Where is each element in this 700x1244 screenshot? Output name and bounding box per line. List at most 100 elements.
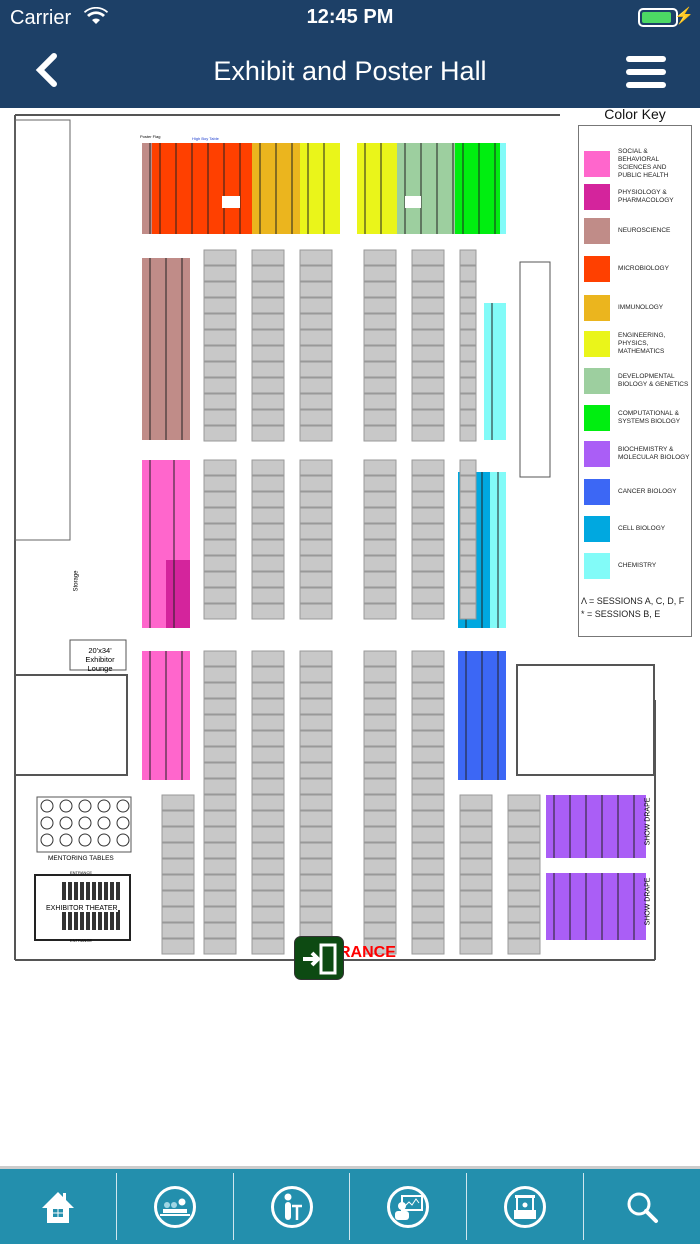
poster-block	[142, 460, 166, 628]
exhibit-booth	[363, 746, 397, 763]
exhibit-booth	[507, 826, 541, 843]
exhibit-booth	[251, 650, 285, 667]
exhibit-booth	[203, 539, 237, 556]
color-swatch	[584, 441, 610, 467]
carrier-label: Carrier	[10, 7, 72, 29]
color-swatch	[584, 479, 610, 505]
exhibit-booth	[299, 778, 333, 795]
exhibit-booth	[459, 265, 477, 282]
exhibit-booth	[251, 730, 285, 747]
exhibit-booth	[459, 906, 493, 923]
tab-posters[interactable]	[350, 1173, 468, 1240]
exhibit-booth	[299, 810, 333, 827]
theater-seats	[92, 910, 96, 930]
exhibit-booth	[203, 409, 237, 426]
exhibit-booth	[459, 313, 477, 330]
exhibit-booth	[161, 874, 195, 891]
back-button[interactable]	[34, 52, 58, 98]
exhibit-booth	[251, 874, 285, 891]
poster-block	[546, 795, 646, 858]
exhibit-booth	[411, 329, 445, 346]
theater-seats	[104, 910, 108, 930]
exhibit-booth	[363, 571, 397, 588]
exhibit-booth	[251, 842, 285, 859]
exhibit-booth	[363, 650, 397, 667]
color-swatch	[584, 331, 610, 357]
exhibit-booth	[161, 794, 195, 811]
exhibit-booth	[363, 377, 397, 394]
exhibit-booth	[203, 650, 237, 667]
exhibit-booth	[251, 762, 285, 779]
exhibit-booth	[299, 698, 333, 715]
exhibit-booth	[411, 682, 445, 699]
exhibit-booth	[251, 890, 285, 907]
theater-seats	[62, 882, 66, 900]
exhibit-booth	[411, 409, 445, 426]
exhibit-booth	[161, 938, 195, 955]
mentoring-table	[59, 799, 73, 813]
tab-exhibitors[interactable]	[467, 1173, 585, 1240]
exhibit-booth	[411, 377, 445, 394]
exhibit-booth	[299, 555, 333, 572]
poster-block	[397, 143, 455, 234]
tab-search[interactable]	[584, 1173, 700, 1240]
tab-speakers[interactable]	[234, 1173, 351, 1240]
exhibitor-lounge-label: 20'x34' Exhibitor Lounge	[85, 646, 115, 673]
color-swatch	[584, 516, 610, 542]
exhibit-booth	[411, 297, 445, 314]
color-key-item: MICROBIOLOGY	[584, 256, 690, 282]
exhibit-booth	[299, 393, 333, 410]
exhibit-booth	[459, 393, 477, 410]
exhibit-booth	[203, 313, 237, 330]
exhibit-booth	[459, 842, 493, 859]
exhibit-booth	[251, 698, 285, 715]
speaker-podium-icon	[270, 1185, 313, 1228]
exhibit-booth	[203, 571, 237, 588]
exhibit-booth	[459, 587, 477, 604]
color-swatch	[584, 256, 610, 282]
exhibit-booth	[363, 762, 397, 779]
exhibit-booth	[363, 265, 397, 282]
exhibit-booth	[507, 922, 541, 939]
exhibit-booth	[299, 794, 333, 811]
exhibit-booth	[363, 539, 397, 556]
tab-sessions[interactable]	[117, 1173, 234, 1240]
exhibit-booth	[363, 313, 397, 330]
exhibit-booth	[251, 539, 285, 556]
mentoring-area	[36, 796, 132, 853]
exhibit-booth	[363, 507, 397, 524]
theater-seats	[80, 882, 84, 900]
exhibit-booth	[251, 459, 285, 476]
exhibit-booth	[363, 345, 397, 362]
exhibit-booth	[411, 281, 445, 298]
exhibit-booth	[363, 826, 397, 843]
exhibit-booth	[203, 810, 237, 827]
floor-plan-map[interactable]: Color Key SOCIAL & BEHAVIORAL SCIENCES A…	[0, 106, 700, 980]
tab-home[interactable]	[0, 1173, 117, 1240]
exhibit-booth	[411, 714, 445, 731]
theater-seats	[86, 882, 90, 900]
exhibit-booth	[363, 794, 397, 811]
exhibit-booth	[251, 922, 285, 939]
exhibit-booth	[363, 281, 397, 298]
exhibit-booth	[251, 555, 285, 572]
main-entrance-label: RANCE	[339, 944, 396, 961]
exhibit-booth	[411, 571, 445, 588]
theater-seats	[98, 910, 102, 930]
exhibit-booth	[363, 475, 397, 492]
poster-block	[500, 143, 506, 234]
menu-button[interactable]	[626, 56, 666, 95]
color-key-item: CANCER BIOLOGY	[584, 479, 690, 505]
exhibit-booth	[411, 523, 445, 540]
poster-flag-label: Poster Flag	[140, 134, 161, 139]
mentoring-table	[78, 799, 92, 813]
exhibit-booth	[459, 249, 477, 266]
exhibit-booth	[507, 906, 541, 923]
exhibit-booth	[203, 507, 237, 524]
exhibit-booth	[251, 587, 285, 604]
exhibit-booth	[411, 555, 445, 572]
theater-seats	[98, 882, 102, 900]
exhibit-booth	[411, 475, 445, 492]
session-legend: * = SESSIONS B, E	[581, 609, 661, 619]
mentoring-table	[97, 833, 111, 847]
